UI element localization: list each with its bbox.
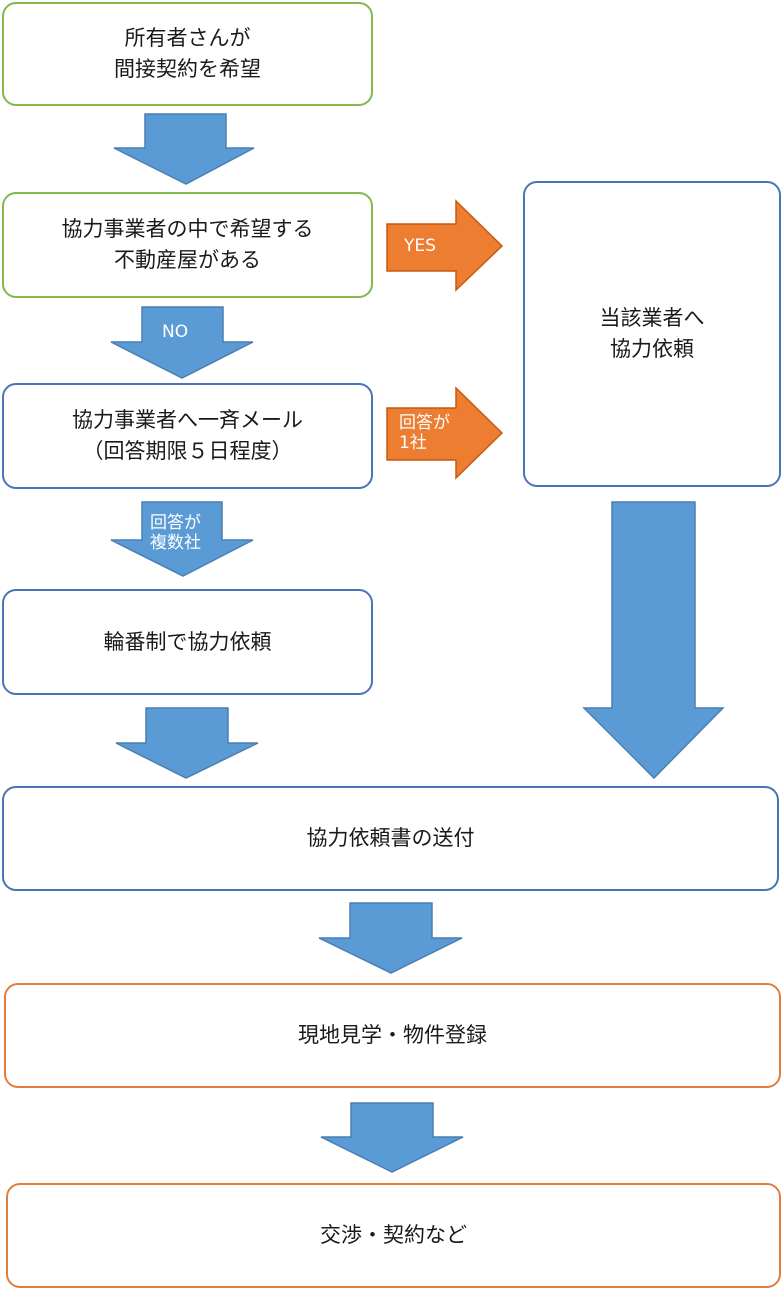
multiple-label: 回答が 複数社 xyxy=(150,513,201,553)
down-arrow-no xyxy=(110,306,254,379)
right-arrow-yes xyxy=(386,199,504,292)
big-down-arrow-request xyxy=(582,501,725,780)
down-arrow-multiple xyxy=(110,501,254,577)
one-company-label: 回答が 1社 xyxy=(399,413,450,453)
site-visit-box: 現地見学・物件登録 xyxy=(4,983,781,1088)
bulk-mail-line1: 協力事業者へ一斉メール xyxy=(72,408,303,432)
rotation-line1: 輪番制で協力依頼 xyxy=(103,629,272,654)
down-arrow-rotation xyxy=(115,707,259,779)
one-company-label-line2: 1社 xyxy=(399,433,427,453)
site-visit-line1: 現地見学・物件登録 xyxy=(298,1023,487,1047)
yes-label: YES xyxy=(404,236,436,256)
owner-request-line2: 間接契約を希望 xyxy=(114,57,261,81)
negotiation-line1: 交渉・契約など xyxy=(320,1223,467,1247)
one-company-label-line1: 回答が xyxy=(399,413,450,433)
owner-request-line1: 所有者さんが xyxy=(124,26,251,50)
no-label: NO xyxy=(162,322,189,342)
partner-has-agent-line2: 不動産屋がある xyxy=(114,248,261,272)
rotation-box: 輪番制で協力依頼 xyxy=(2,589,373,695)
multiple-label-line2: 複数社 xyxy=(150,533,201,553)
partner-has-agent-box: 協力事業者の中で希望する 不動産屋がある xyxy=(2,192,373,298)
down-arrow-site-visit xyxy=(320,1102,464,1173)
send-document-line1: 協力依頼書の送付 xyxy=(306,826,475,850)
negotiation-box: 交渉・契約など xyxy=(6,1183,781,1288)
request-agent-box: 当該業者へ 協力依頼 xyxy=(523,181,781,487)
request-agent-line2: 協力依頼 xyxy=(610,337,694,361)
partner-has-agent-line1: 協力事業者の中で希望する xyxy=(61,217,314,241)
multiple-label-line1: 回答が xyxy=(150,513,201,533)
bulk-mail-box: 協力事業者へ一斉メール （回答期限５日程度） xyxy=(2,383,373,489)
send-document-box: 協力依頼書の送付 xyxy=(2,786,779,891)
right-arrow-one-company xyxy=(386,386,504,480)
request-agent-line1: 当該業者へ xyxy=(599,306,705,330)
down-arrow-document xyxy=(318,902,463,974)
bulk-mail-line2: （回答期限５日程度） xyxy=(82,439,293,463)
down-arrow-1 xyxy=(113,113,255,185)
owner-request-box: 所有者さんが 間接契約を希望 xyxy=(2,2,373,106)
